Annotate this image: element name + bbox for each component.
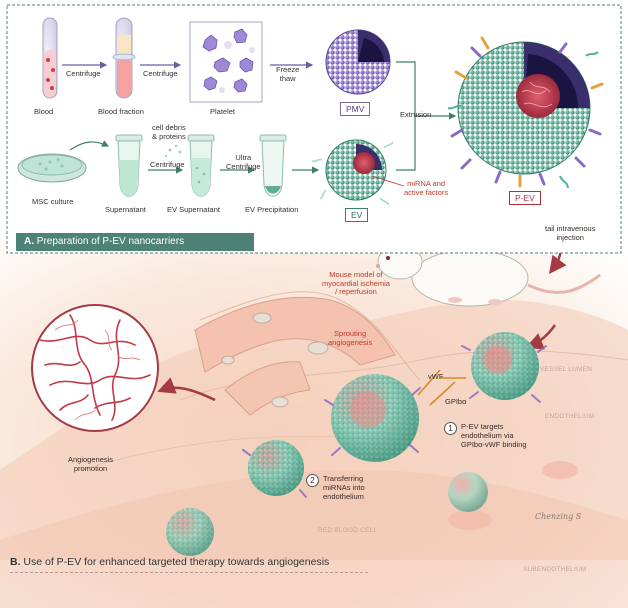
label-centrifuge-2: Centrifuge — [143, 69, 178, 78]
section-b-letter: B. — [10, 556, 21, 568]
signature: Chenzing S — [535, 512, 582, 521]
section-b-title: B. Use of P-EV for enhanced targeted the… — [10, 556, 329, 568]
label-gpib: GPIbα — [445, 397, 467, 406]
label-endothelium: ENDOTHELIUM — [545, 413, 595, 420]
label-centrifuge-3: Centrifuge — [150, 160, 185, 169]
label-subendothelium: SUBENDOTHELIUM — [523, 566, 587, 573]
sprouting-vessel — [194, 296, 396, 373]
vesicle-bottom — [166, 508, 214, 556]
label-msc-culture: MSC culture — [32, 197, 74, 206]
label-platelet: Platelet — [210, 107, 236, 116]
label-centrifuge-1: Centrifuge — [66, 69, 101, 78]
label-vessel-lumen: VESSEL LUMEN — [540, 366, 593, 373]
section-b-text: Use of P-EV for enhanced targeted therap… — [23, 556, 330, 568]
supernatant-tube — [115, 134, 143, 197]
ev-vesicle — [311, 139, 394, 206]
step-1-text: P-EV targets endothelium via GPIbα-vWF b… — [461, 422, 527, 449]
step-2-number: 2 — [306, 474, 319, 487]
section-b-underline — [10, 572, 368, 573]
label-blood-fraction: Blood fraction — [98, 107, 144, 116]
label-sprouting: Sprouting angiogenesis — [328, 329, 373, 347]
label-p-ev: P-EV — [509, 191, 541, 205]
label-ultra-centrifuge: Ultra Centrifuge — [226, 153, 261, 171]
blood-fraction-tube — [112, 17, 136, 99]
label-mouse-model: Mouse model of myocardial ischemia / rep… — [322, 270, 390, 297]
blood-tube — [42, 17, 58, 99]
label-cell-debris: cell debris & proteins — [152, 123, 186, 141]
p-ev-vesicle — [447, 36, 604, 189]
angiogenesis-circle — [31, 304, 159, 432]
step-2: 2 Transferring miRNAs into endothelium — [306, 474, 365, 501]
platelet-box — [189, 21, 263, 103]
step-1-number: 1 — [444, 422, 457, 435]
label-mirna: miRNA and active factors — [404, 179, 449, 197]
section-a-letter: A. — [24, 236, 34, 247]
label-ev-supernatant: EV Supernatant — [167, 205, 220, 214]
vesicle-right — [448, 472, 488, 512]
label-ev: EV — [345, 208, 369, 222]
step-2-text: Transferring miRNAs into endothelium — [323, 474, 365, 501]
label-vwf: vWF — [428, 372, 444, 381]
step-1: 1 P-EV targets endothelium via GPIbα-vWF … — [444, 422, 527, 449]
ev-supernatant-tube — [187, 134, 215, 197]
section-a-text: Preparation of P-EV nanocarriers — [36, 236, 185, 247]
label-ev-precipitation: EV Precipitation — [245, 205, 299, 214]
label-extrusion: Extrusion — [400, 110, 432, 119]
label-red-blood-cell: RED BLOOD CELL — [318, 527, 378, 534]
msc-culture-dish — [17, 153, 87, 183]
vesicle-transfer — [248, 440, 304, 496]
vesicle-lumen — [471, 332, 539, 400]
label-blood: Blood — [34, 107, 54, 116]
label-pmv: PMV — [340, 102, 371, 116]
label-tail-injection: tail intravenous injection — [545, 224, 596, 242]
section-a-title: A. Preparation of P-EV nanocarriers — [16, 233, 254, 251]
ev-precipitation-tube — [259, 134, 287, 197]
label-supernatant: Supernatant — [105, 205, 146, 214]
label-freeze-thaw: Freeze thaw — [276, 65, 300, 83]
vesicle-binding — [331, 374, 419, 462]
label-angiogenesis-promotion: Angiogenesis promotion — [68, 455, 114, 473]
pmv-vesicle — [325, 29, 391, 95]
